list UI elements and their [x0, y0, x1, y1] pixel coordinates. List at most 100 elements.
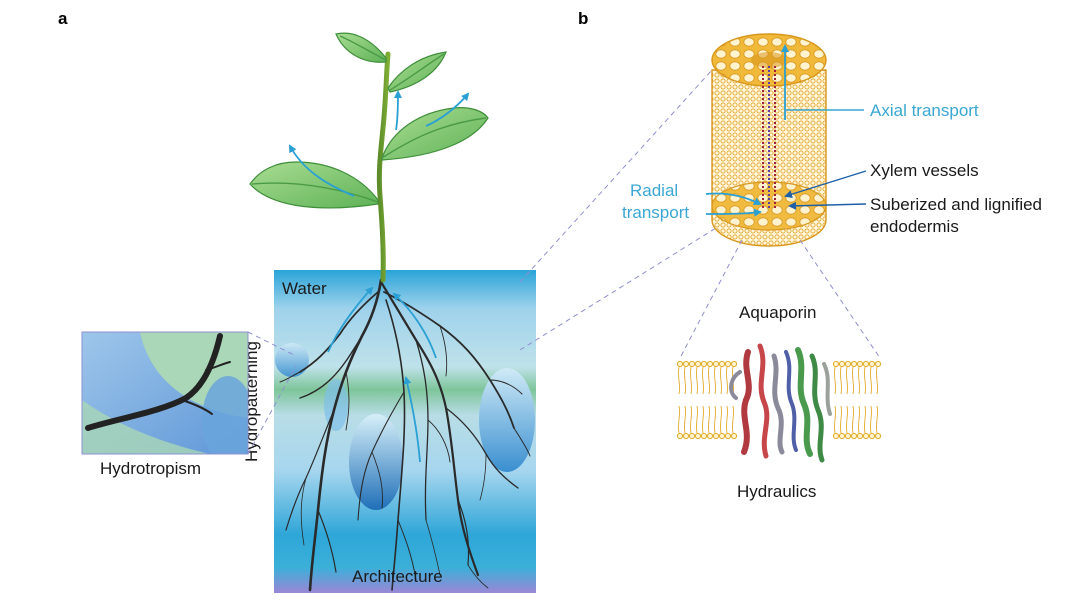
- leaves: [249, 32, 489, 209]
- water-label: Water: [282, 279, 327, 298]
- lipid-head: [688, 360, 696, 368]
- hydrotropism-label: Hydrotropism: [100, 459, 201, 478]
- panel-letter-b: b: [578, 9, 588, 28]
- lipid-head: [844, 432, 852, 440]
- lipid-tail: [713, 405, 717, 434]
- panel-letter-a: a: [58, 9, 68, 28]
- xylem-vessels-label: Xylem vessels: [870, 161, 979, 180]
- lipid-tail: [845, 366, 849, 395]
- lipid-tail: [719, 405, 723, 434]
- lipid-tail: [875, 366, 879, 395]
- connector-to-cylinder-top: [519, 69, 713, 283]
- lipid-tail: [857, 405, 861, 434]
- connector-to-membrane-right: [799, 239, 881, 359]
- root-system: [279, 278, 531, 592]
- axial-transport-label: Axial transport: [870, 101, 979, 120]
- lipid-head: [844, 360, 852, 368]
- lipid-head: [856, 432, 864, 440]
- lipid-head: [694, 432, 702, 440]
- lipid-tail: [725, 405, 729, 434]
- lipid-head: [850, 360, 858, 368]
- lipid-head: [874, 432, 882, 440]
- lipid-head: [832, 360, 840, 368]
- radial-transport-arrow-2: [705, 208, 762, 217]
- lipid-tail: [695, 405, 699, 434]
- lipid-head: [838, 432, 846, 440]
- lipid-head: [856, 360, 864, 368]
- lipid-tail: [863, 405, 867, 434]
- lipid-tail: [833, 366, 837, 395]
- leaf-lower-left: [249, 161, 379, 209]
- lipid-tail: [869, 366, 873, 395]
- lipid-head: [862, 432, 870, 440]
- lipid-head: [706, 432, 714, 440]
- lipid-head: [676, 360, 684, 368]
- endodermis-label-line1: Suberized and lignified: [870, 195, 1042, 214]
- lipid-tail: [875, 405, 879, 434]
- lipid-tail: [839, 366, 843, 395]
- inset-connector-bottom: [247, 365, 297, 455]
- aquaporin-label: Aquaporin: [739, 303, 817, 322]
- lipid-head: [868, 432, 876, 440]
- aquaporin-protein: [729, 343, 832, 463]
- lipid-head: [700, 360, 708, 368]
- lipid-tail: [833, 405, 837, 434]
- lipid-tail: [857, 366, 861, 395]
- lipid-tail: [851, 366, 855, 395]
- lipid-head: [694, 360, 702, 368]
- lipid-head: [712, 432, 720, 440]
- lipid-tail: [719, 366, 723, 395]
- lipid-head: [724, 360, 732, 368]
- lipid-head: [688, 432, 696, 440]
- lipid-head: [718, 360, 726, 368]
- lipid-head: [850, 432, 858, 440]
- radial-transport-label-line1: Radial: [630, 181, 678, 200]
- lipid-tail: [689, 366, 693, 395]
- xylem-vessels-callout: [784, 170, 867, 199]
- lipid-tail: [683, 405, 687, 434]
- lipid-tail: [845, 405, 849, 434]
- lipid-head: [868, 360, 876, 368]
- lipid-tail: [707, 366, 711, 395]
- lipid-tail: [725, 366, 729, 395]
- lipid-tail: [707, 405, 711, 434]
- water-pocket-right: [479, 368, 535, 472]
- lipid-head: [730, 360, 738, 368]
- lipid-tail: [695, 366, 699, 395]
- lipid-head: [718, 432, 726, 440]
- transpiration-arrows: [289, 90, 470, 197]
- lipid-head: [874, 360, 882, 368]
- lipid-head: [832, 432, 840, 440]
- lipid-tail: [869, 405, 873, 434]
- lipid-head: [862, 360, 870, 368]
- lipid-head: [706, 360, 714, 368]
- lipid-head: [700, 432, 708, 440]
- radial-transport-arrow-1: [705, 192, 762, 205]
- lipid-head: [712, 360, 720, 368]
- endodermis-callout: [788, 201, 867, 210]
- lipid-tail: [677, 405, 681, 434]
- lipid-tail: [701, 366, 705, 395]
- lipid-head: [730, 432, 738, 440]
- architecture-label: Architecture: [352, 567, 443, 586]
- lipid-bilayer: [676, 360, 882, 440]
- lipid-tail: [713, 366, 717, 395]
- lipid-head: [724, 432, 732, 440]
- lipid-tail: [731, 405, 735, 434]
- lipid-tail: [689, 405, 693, 434]
- leaf-mid-right: [381, 107, 489, 161]
- lipid-head: [682, 360, 690, 368]
- lipid-tail: [863, 366, 867, 395]
- lipid-tail: [683, 366, 687, 395]
- lipid-head: [838, 360, 846, 368]
- lipid-tail: [839, 405, 843, 434]
- radial-transport-label-line2: transport: [622, 203, 689, 222]
- water-pocket-left: [275, 343, 309, 377]
- hydraulics-label: Hydraulics: [737, 482, 816, 501]
- endodermis-label-line2: endodermis: [870, 217, 959, 236]
- connector-to-cylinder-bottom: [519, 227, 717, 351]
- lipid-tail: [701, 405, 705, 434]
- lipid-head: [676, 432, 684, 440]
- plant-stem: [376, 51, 391, 283]
